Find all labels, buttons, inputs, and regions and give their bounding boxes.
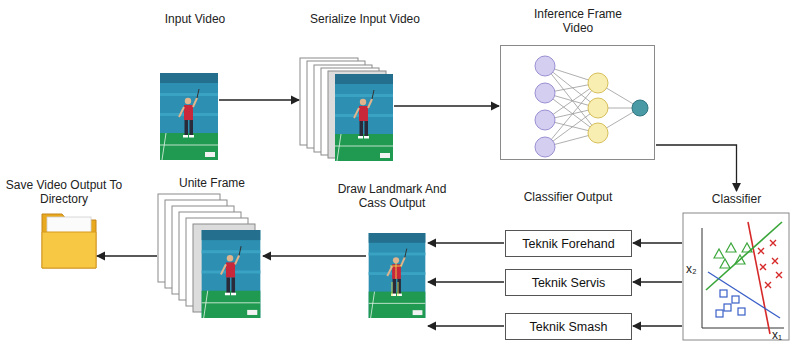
video-frame: Input Video bbox=[160, 73, 218, 160]
flow-arrow bbox=[633, 281, 682, 282]
axis-label: x₂ bbox=[686, 262, 697, 276]
flow-arrow bbox=[428, 242, 504, 243]
node-heading: Classifier bbox=[683, 192, 790, 206]
flow-arrow bbox=[633, 325, 682, 326]
node-heading: Inference Frame Video bbox=[522, 7, 634, 35]
folder-icon: Save Video Output To Directory bbox=[42, 214, 96, 268]
flow-arrow bbox=[97, 255, 157, 256]
flow-arrow bbox=[219, 99, 299, 100]
class-label: Teknik Smash bbox=[530, 320, 608, 334]
flow-arrow bbox=[656, 145, 737, 191]
flow-arrow bbox=[428, 325, 504, 326]
class-label: Teknik Forehand bbox=[522, 237, 614, 251]
class-label: Teknik Servis bbox=[532, 276, 606, 290]
node-heading: Input Video bbox=[165, 12, 226, 26]
flow-arrow bbox=[633, 242, 682, 243]
axis-label: x₁ bbox=[772, 328, 782, 342]
class-box: Teknik Smash bbox=[505, 313, 632, 340]
frame-stack: Unite Frame bbox=[158, 194, 262, 318]
class-box: Teknik Forehand bbox=[505, 230, 632, 257]
class-box: Teknik Servis bbox=[505, 269, 632, 296]
flow-arrow bbox=[428, 281, 504, 282]
group-label: Classifier Output bbox=[524, 190, 613, 204]
frame-stack: Serialize Input Video bbox=[300, 58, 393, 161]
node-heading: Unite Frame bbox=[179, 176, 245, 190]
video-frame: Draw Landmark And Cass Output bbox=[367, 233, 427, 318]
node-heading: Save Video Output To Directory bbox=[5, 178, 123, 206]
flow-arrow bbox=[263, 255, 366, 256]
node-heading: Serialize Input Video bbox=[310, 12, 420, 26]
node-heading: Draw Landmark And Cass Output bbox=[325, 182, 460, 210]
network-box: Inference Frame Video bbox=[500, 45, 655, 160]
flow-arrow bbox=[394, 105, 499, 106]
classifier-plot: Classifier bbox=[683, 192, 790, 340]
